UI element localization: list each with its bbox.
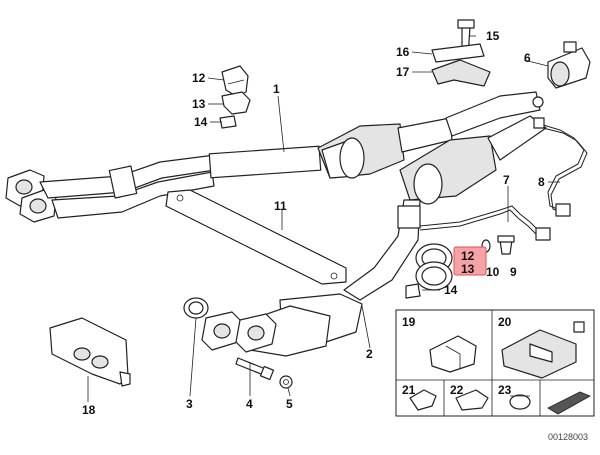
callout-10: 10 (486, 265, 500, 279)
callout-14-top: 14 (194, 115, 208, 129)
callout-9: 9 (510, 265, 517, 279)
hanger-parts (431, 19, 491, 87)
support-bar (165, 189, 347, 285)
callout-1: 1 (273, 82, 280, 96)
stud-bolt (235, 357, 275, 381)
callout-7: 7 (503, 173, 510, 187)
front-pipe-upper (5, 117, 453, 223)
bracket-set-left (219, 65, 251, 129)
callout-11: 11 (274, 199, 287, 213)
callout-23: 23 (498, 383, 512, 397)
callout-14-middle: 14 (444, 283, 458, 297)
callout-20: 20 (498, 315, 512, 329)
reference-number: 00128003 (548, 432, 588, 442)
callout-4: 4 (246, 397, 253, 411)
callout-5: 5 (286, 397, 293, 411)
callout-15: 15 (486, 29, 500, 43)
callout-16: 16 (396, 45, 410, 59)
detail-box (395, 309, 595, 417)
callout-21: 21 (402, 383, 416, 397)
hex-nut (279, 375, 293, 389)
oxygen-sensor-lower (419, 205, 551, 241)
callout-13-highlighted: 13 (461, 262, 475, 276)
ring-clamp-set (405, 243, 453, 299)
plug-and-seal (481, 235, 515, 255)
pipe-clamp (547, 41, 591, 89)
callout-19: 19 (402, 315, 416, 329)
callout-18: 18 (82, 403, 96, 417)
highlight-box (453, 246, 487, 276)
callout-13-top: 13 (192, 97, 206, 111)
gasket (183, 297, 209, 319)
oxygen-sensor-upper (533, 117, 588, 217)
callout-8: 8 (538, 175, 545, 189)
callout-2: 2 (366, 347, 373, 361)
leader-lines (87, 35, 560, 402)
callout-22: 22 (450, 383, 464, 397)
heat-shield (49, 317, 131, 387)
callout-6: 6 (524, 51, 531, 65)
callout-12-top: 12 (192, 71, 206, 85)
callout-12-highlighted: 12 (461, 249, 475, 263)
front-pipe-lower (201, 91, 547, 357)
callout-17: 17 (396, 65, 410, 79)
callout-3: 3 (186, 397, 193, 411)
